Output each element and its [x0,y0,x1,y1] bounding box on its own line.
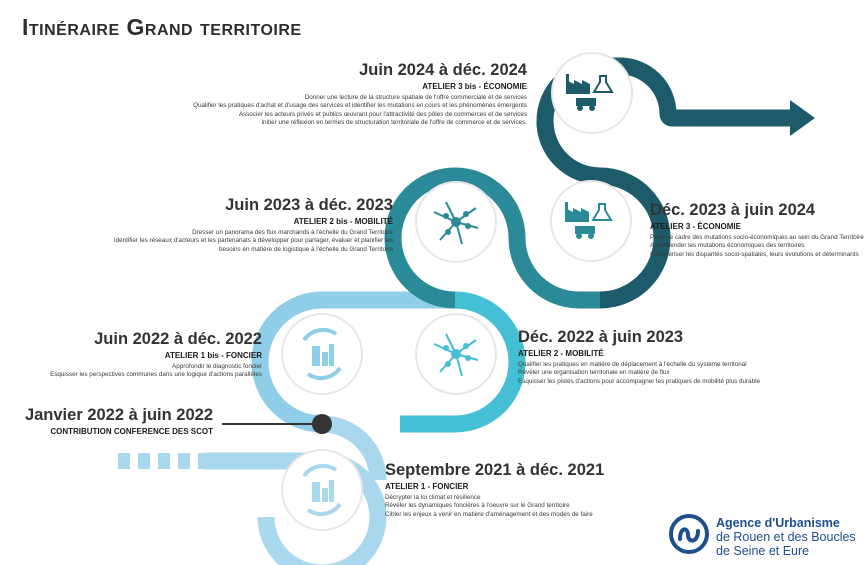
industry-icon [565,202,613,239]
step-line: Caractériser les disparités socio-spatia… [650,250,859,258]
agency-logo-icon [669,514,709,554]
step-atelier: ATELIER 1 - FONCIER [385,482,469,491]
buildings-cycle-icon [302,327,342,381]
step-line: Révéler une organisation territoriale en… [518,369,670,377]
network-icon [433,201,479,245]
road-segment-2023a [454,291,526,433]
page-title: Itinéraire Grand territoire [22,14,302,40]
end-arrow [790,100,815,136]
step-line: Qualifier les pratiques en matière de dé… [518,361,747,368]
step-line: Associer les acteurs privés et publics œ… [238,110,527,118]
step-atelier: ATELIER 3 - ÉCONOMIE [650,222,741,231]
step-period: Janvier 2022 à juin 2022 [24,406,213,424]
logo-line: de Seine et Eure [716,544,810,558]
step-line: besoins en matière de logistique à l'éch… [218,245,393,253]
buildings-cycle-icon [302,463,342,517]
step-line: Décrypter la loi climat et résilience [385,494,481,501]
step-line: Esquisser les perspectives communes dans… [50,371,262,379]
step-jan2022: Janvier 2022 à juin 2022 CONTRIBUTION CO… [25,406,213,436]
step-dec2022: Déc. 2022 à juin 2023 ATELIER 2 - MOBILI… [518,328,760,386]
step-atelier: ATELIER 2 - MOBILITÉ [518,349,604,358]
step-line: Dresser un panorama des flux marchands à… [192,229,393,236]
step-dec2023: Déc. 2023 à juin 2024 ATELIER 3 - ÉCONOM… [650,201,864,259]
step-line: Appréhender les mutations économiques de… [650,242,805,250]
step-period: Septembre 2021 à déc. 2021 [385,461,605,479]
circle-dec2023 [550,180,632,262]
network-icon [433,333,479,377]
logo-line: de Rouen et des Boucles [716,530,856,544]
industry-icon [566,74,614,111]
milestone-dot [312,414,332,434]
step-period: Juin 2024 à déc. 2024 [359,61,527,79]
step-line: Poser le cadre des mutations socio-écono… [650,234,864,241]
road-segment-2022 [321,415,387,481]
step-period: Déc. 2022 à juin 2023 [518,328,684,346]
step-line: Identifier les réseaux d'acteurs et les … [113,237,393,245]
step-atelier: ATELIER 1 bis - FONCIER [164,351,262,360]
step-period: Juin 2023 à déc. 2023 [225,196,393,214]
step-jun2024: Juin 2024 à déc. 2024 ATELIER 3 bis - ÉC… [193,61,527,128]
step-atelier: CONTRIBUTION CONFERENCE DES SCOT [50,427,213,436]
step-atelier: ATELIER 3 bis - ÉCONOMIE [422,82,527,91]
step-line: Donner une lecture de la structure spati… [304,94,527,101]
step-line: Révéler les dynamiques foncières à l'oeu… [385,502,570,510]
agency-logo-text: Agence d'Urbanisme de Rouen et des Boucl… [716,516,856,558]
step-period: Déc. 2023 à juin 2024 [650,201,816,219]
step-line: Cibler les enjeux à venir en matière d'a… [385,510,593,518]
step-line: Qualifier les pratiques d'achat et d'usa… [193,102,527,110]
step-line: Initier une réflexion en termes de struc… [261,119,527,127]
logo-line: Agence d'Urbanisme [716,516,840,530]
step-line: Approfondir le diagnostic foncier [172,363,262,370]
start-dashes [118,453,210,469]
step-jun2023: Juin 2023 à déc. 2023 ATELIER 2 bis - MO… [114,196,393,254]
step-jun2022: Juin 2022 à déc. 2022 ATELIER 1 bis - FO… [50,330,262,380]
circle-2024 [551,52,633,134]
step-sep2021: Septembre 2021 à déc. 2021 ATELIER 1 - F… [385,461,604,519]
step-line: Esquisser les pistes d'actions pour acco… [518,377,761,385]
step-period: Juin 2022 à déc. 2022 [94,330,262,348]
step-atelier: ATELIER 2 bis - MOBILITÉ [293,217,393,226]
